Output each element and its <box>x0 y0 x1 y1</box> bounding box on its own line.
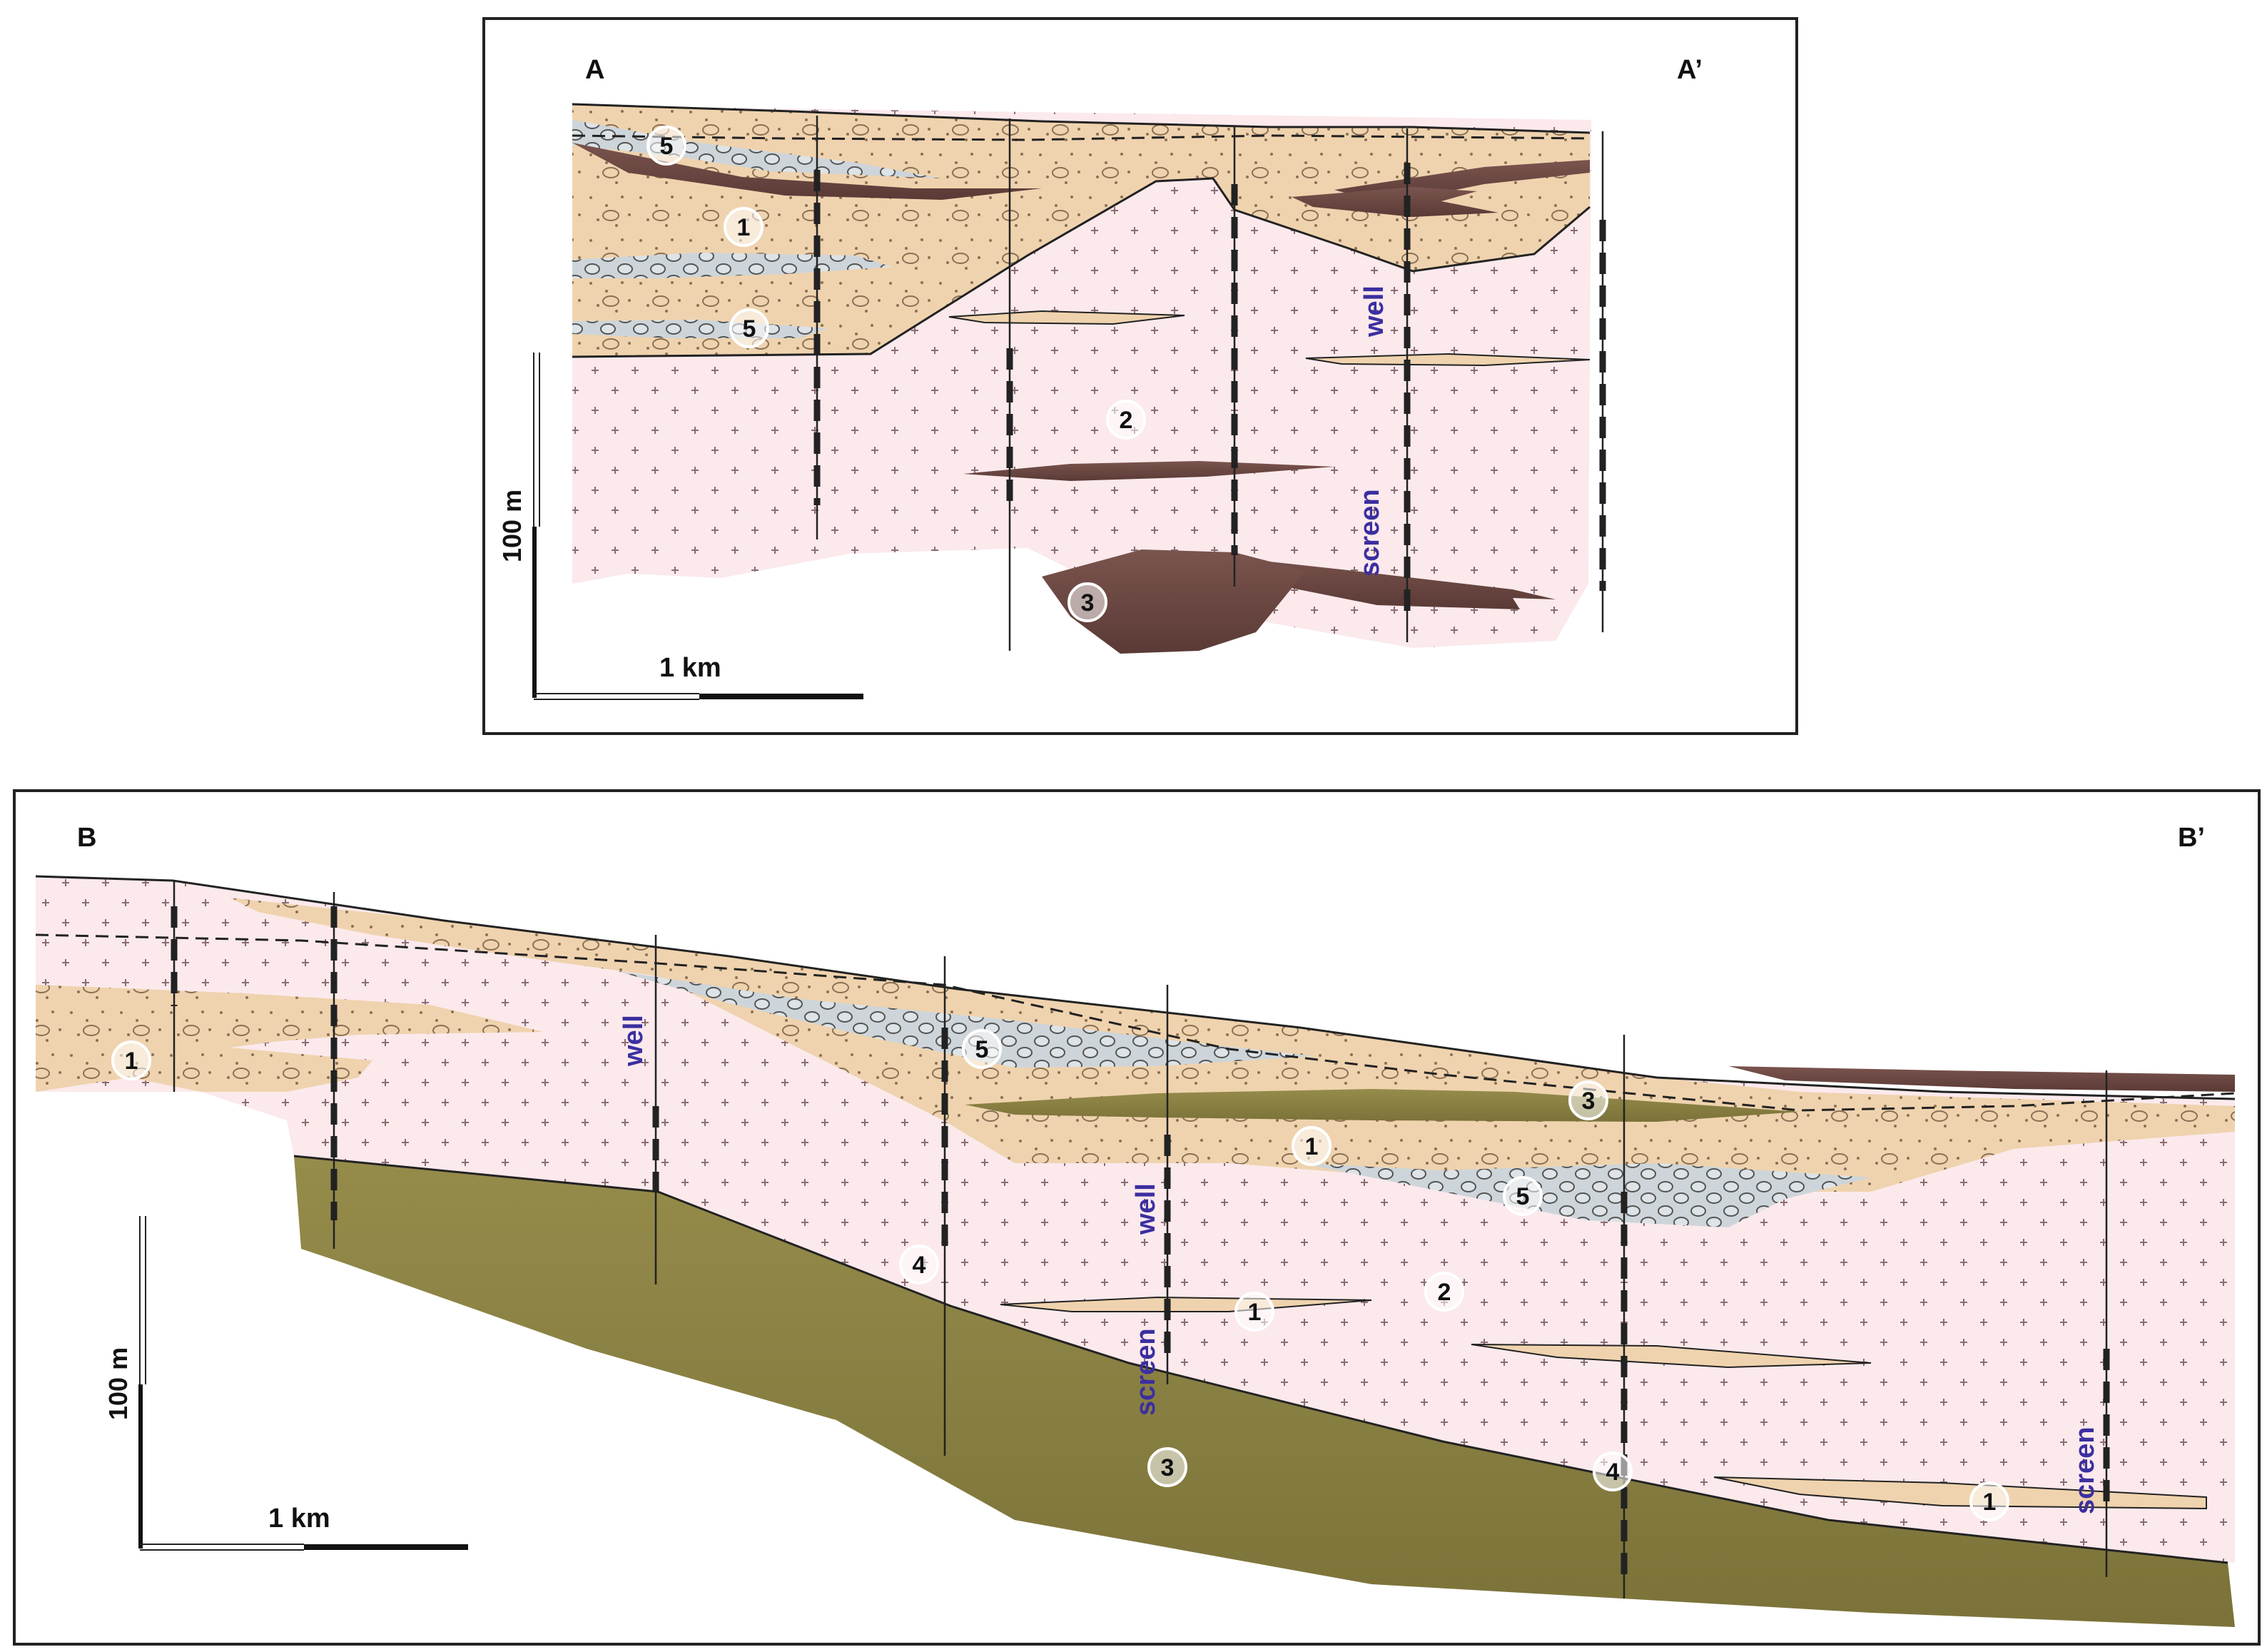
vertical-scale-label-a: 100 m <box>497 490 527 562</box>
cross-section-a-panel: A A’ well screen 5 1 5 2 3 <box>482 17 1798 735</box>
svg-text:1: 1 <box>737 214 751 241</box>
cross-section-a-drawing: A A’ well screen 5 1 5 2 3 <box>497 55 1703 700</box>
unit-marker-a-2: 2 <box>1106 400 1146 440</box>
scale-bar-b: 100 m 1 km <box>103 1216 468 1551</box>
svg-text:1: 1 <box>125 1048 138 1075</box>
section-a-end-label: A’ <box>1677 55 1703 85</box>
sand-lens-left-b <box>36 985 544 1092</box>
clay-lens-mid-a <box>963 461 1334 481</box>
section-b-end-label: B’ <box>2178 823 2205 853</box>
clay-basin-unit-a <box>1042 549 1306 654</box>
horizontal-scale-label-a: 1 km <box>659 653 721 683</box>
unit-marker-b-5-lower: 5 <box>1503 1176 1543 1216</box>
section-b-start-label: B <box>77 823 96 853</box>
cross-section-b-drawing: B B’ well well screen screen 1 5 3 1 5 <box>35 823 2236 1627</box>
unit-marker-a-5-top: 5 <box>646 126 686 166</box>
svg-text:5: 5 <box>1516 1183 1530 1210</box>
unit-marker-b-4-left: 4 <box>899 1245 939 1284</box>
sand-lens-b1 <box>1000 1296 1372 1312</box>
clay-lens-top-a <box>572 143 1042 200</box>
svg-text:2: 2 <box>1438 1279 1451 1306</box>
svg-text:1: 1 <box>1248 1299 1262 1326</box>
screen-label-b-right: screen <box>2070 1427 2100 1514</box>
sand-lens-b3 <box>1713 1476 2207 1510</box>
svg-text:3: 3 <box>1161 1454 1175 1481</box>
svg-text:1: 1 <box>1305 1133 1319 1160</box>
svg-text:5: 5 <box>660 133 674 160</box>
well-label-a: well <box>1359 285 1389 338</box>
unit-marker-a-5-bottom: 5 <box>729 308 769 348</box>
unit-marker-b-3-lens: 3 <box>1568 1080 1608 1120</box>
sand-lens-a2 <box>1305 353 1591 367</box>
cobble-lens-lower-b <box>1300 1163 1871 1227</box>
wells-b <box>171 881 2110 1598</box>
sand-lens-b2 <box>1471 1344 1872 1369</box>
unit-marker-b-5-upper: 5 <box>962 1029 1002 1069</box>
cobble-lens-upper-b <box>615 971 1314 1068</box>
unit-marker-b-1-right: 1 <box>1969 1481 2009 1521</box>
cross-section-b-panel: B B’ well well screen screen 1 5 3 1 5 <box>13 789 2261 1646</box>
granite-unit-b <box>36 876 2235 1563</box>
unit-marker-b-1-lens: 1 <box>1234 1292 1274 1332</box>
unit-marker-b-4-right: 4 <box>1593 1451 1633 1491</box>
horizontal-scale-label-b: 1 km <box>268 1504 330 1534</box>
unit-marker-b-1-left: 1 <box>111 1040 151 1080</box>
clay-lens-right2-a <box>1292 187 1498 217</box>
unit-marker-b-2: 2 <box>1424 1272 1464 1312</box>
svg-text:3: 3 <box>1582 1088 1596 1115</box>
well-label-b-right: well <box>1131 1183 1161 1235</box>
olive-basement-unit-b <box>294 1156 2235 1627</box>
screen-label-b-left: screen <box>1131 1328 1161 1416</box>
wells-a <box>813 116 1606 651</box>
svg-text:3: 3 <box>1081 589 1095 617</box>
cobble-lens-upper-a <box>572 120 942 178</box>
unit-marker-a-3: 3 <box>1067 582 1107 622</box>
unit-marker-a-1: 1 <box>724 207 764 247</box>
svg-text:4: 4 <box>913 1252 926 1279</box>
svg-text:4: 4 <box>1606 1459 1620 1486</box>
svg-text:5: 5 <box>975 1036 989 1063</box>
clay-lens-right-b <box>1728 1066 2235 1092</box>
sand-lens-a1 <box>948 310 1185 325</box>
section-a-start-label: A <box>585 55 604 85</box>
vertical-scale-label-b: 100 m <box>103 1347 133 1420</box>
svg-text:5: 5 <box>743 315 756 343</box>
screen-label-a: screen <box>1355 489 1385 577</box>
well-label-b-left: well <box>619 1015 649 1067</box>
unit-marker-b-3-basement: 3 <box>1147 1447 1187 1487</box>
svg-text:1: 1 <box>1983 1489 1997 1516</box>
unit-marker-b-1-mid: 1 <box>1292 1126 1332 1166</box>
svg-text:2: 2 <box>1120 407 1133 434</box>
scale-bar-a: 100 m 1 km <box>497 353 863 700</box>
cobble-lens-mid-a <box>572 253 892 278</box>
